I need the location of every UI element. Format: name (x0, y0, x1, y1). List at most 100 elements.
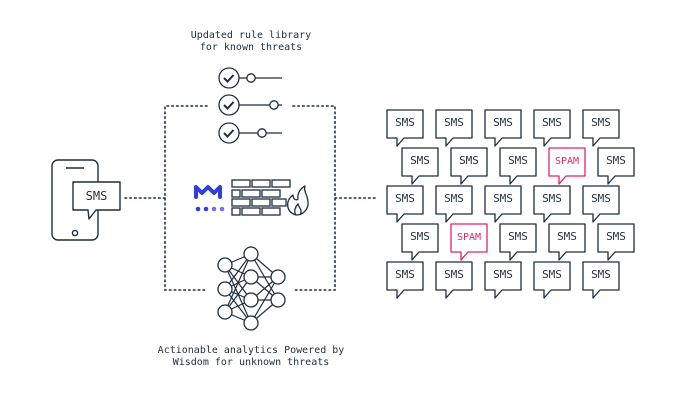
sms-message-bubble: SMS (450, 147, 488, 185)
sms-label: SMS (395, 192, 415, 205)
analytics-caption: Actionable analytics Powered by Wisdom f… (146, 345, 356, 369)
network-edge (250, 276, 279, 324)
sms-label: SMS (493, 192, 513, 205)
sms-message-bubble: SMS (386, 109, 424, 147)
message-bubble-outline (450, 223, 488, 261)
network-node (243, 292, 259, 308)
sms-message-bubble: SMS (484, 109, 522, 147)
sms-message-bubble: SMS (597, 147, 635, 185)
sms-message-bubble: SMS (401, 147, 439, 185)
network-node (217, 304, 233, 320)
message-bubble-outline (499, 147, 537, 185)
sms-label: SMS (410, 154, 430, 167)
sms-label: SMS (444, 268, 464, 281)
sms-message-bubble: SMS (386, 185, 424, 223)
phone-sms-bubble: SMS (72, 181, 121, 220)
sms-message-grid: SMS SMS SMS SMS SMS SMS SMS SMS SPAM SMS SMS SMS SMS… (386, 109, 635, 299)
sms-message-bubble: SMS (582, 109, 620, 147)
message-bubble-outline (484, 261, 522, 299)
sms-label: SMS (606, 230, 626, 243)
sms-label: SMS (493, 116, 513, 129)
sms-label: SMS (591, 116, 611, 129)
sms-message-bubble: SMS (533, 185, 571, 223)
sms-label: SMS (508, 154, 528, 167)
analytics-caption-line2: Wisdom for unknown threats (172, 357, 330, 368)
spam-label: SPAM (457, 232, 481, 243)
sms-message-bubble: SMS (435, 261, 473, 299)
sms-label: SMS (542, 116, 562, 129)
spam-label: SPAM (555, 156, 579, 167)
sms-label: SMS (557, 230, 577, 243)
message-bubble-outline (435, 109, 473, 147)
sms-label: SMS (459, 154, 479, 167)
sms-label: SMS (542, 268, 562, 281)
message-bubble-outline (548, 223, 586, 261)
sms-message-bubble: SMS (597, 223, 635, 261)
checklist-slider-icon (218, 67, 282, 144)
message-bubble-outline (597, 223, 635, 261)
network-node (243, 315, 259, 331)
message-bubble-outline (401, 223, 439, 261)
message-bubble-outline (499, 223, 537, 261)
network-node (217, 257, 233, 273)
analytics-caption-line1: Actionable analytics Powered by (157, 345, 345, 356)
spam-message-bubble: SPAM (450, 223, 488, 261)
rule-library-caption-line1: Updated rule library (190, 30, 312, 41)
m-logo-icon (194, 185, 225, 212)
message-bubble-outline (582, 185, 620, 223)
sms-message-bubble: SMS (401, 223, 439, 261)
sms-label: SMS (410, 230, 430, 243)
sms-label: SMS (591, 192, 611, 205)
sms-message-bubble: SMS (582, 261, 620, 299)
message-bubble-outline (597, 147, 635, 185)
message-bubble-outline (386, 185, 424, 223)
message-bubble-outline (435, 261, 473, 299)
sms-label: SMS (606, 154, 626, 167)
sms-message-bubble: SMS (435, 185, 473, 223)
dotted-connectors (124, 105, 379, 291)
sms-label: SMS (508, 230, 528, 243)
sms-label: SMS (542, 192, 562, 205)
network-edge (224, 253, 252, 313)
message-bubble-outline (435, 185, 473, 223)
message-bubble-outline (533, 109, 571, 147)
rule-library-caption: Updated rule library for known threats (171, 30, 331, 54)
sms-message-bubble: SMS (582, 185, 620, 223)
message-bubble-outline (386, 261, 424, 299)
sms-message-bubble: SMS (435, 109, 473, 147)
sms-message-bubble: SMS (533, 109, 571, 147)
sms-message-bubble: SMS (499, 147, 537, 185)
sms-message-bubble: SMS (484, 261, 522, 299)
sms-label: SMS (395, 116, 415, 129)
brick-firewall-flame-icon (231, 179, 309, 216)
sms-label: SMS (395, 268, 415, 281)
network-node (243, 269, 259, 285)
message-bubble-outline (484, 109, 522, 147)
sms-label: SMS (444, 192, 464, 205)
spam-message-bubble: SPAM (548, 147, 586, 185)
message-bubble-outline (582, 109, 620, 147)
sms-message-bubble: SMS (386, 261, 424, 299)
message-bubble-outline (548, 147, 586, 185)
sms-message-bubble: SMS (484, 185, 522, 223)
message-bubble-outline (533, 185, 571, 223)
message-bubble-outline (401, 147, 439, 185)
sms-message-bubble: SMS (533, 261, 571, 299)
network-node (217, 281, 233, 297)
rule-library-caption-line2: for known threats (199, 42, 303, 53)
network-node (270, 292, 286, 308)
sms-label: SMS (444, 116, 464, 129)
message-bubble-outline (582, 261, 620, 299)
sms-message-bubble: SMS (548, 223, 586, 261)
message-bubble-outline (484, 185, 522, 223)
message-bubble-outline (386, 109, 424, 147)
network-node (243, 246, 259, 262)
message-bubble-outline (450, 147, 488, 185)
phone-sms-label: SMS (86, 189, 108, 203)
message-bubble-outline (533, 261, 571, 299)
sms-message-bubble: SMS (499, 223, 537, 261)
neural-network-icon (217, 246, 286, 331)
sms-label: SMS (493, 268, 513, 281)
sms-label: SMS (591, 268, 611, 281)
